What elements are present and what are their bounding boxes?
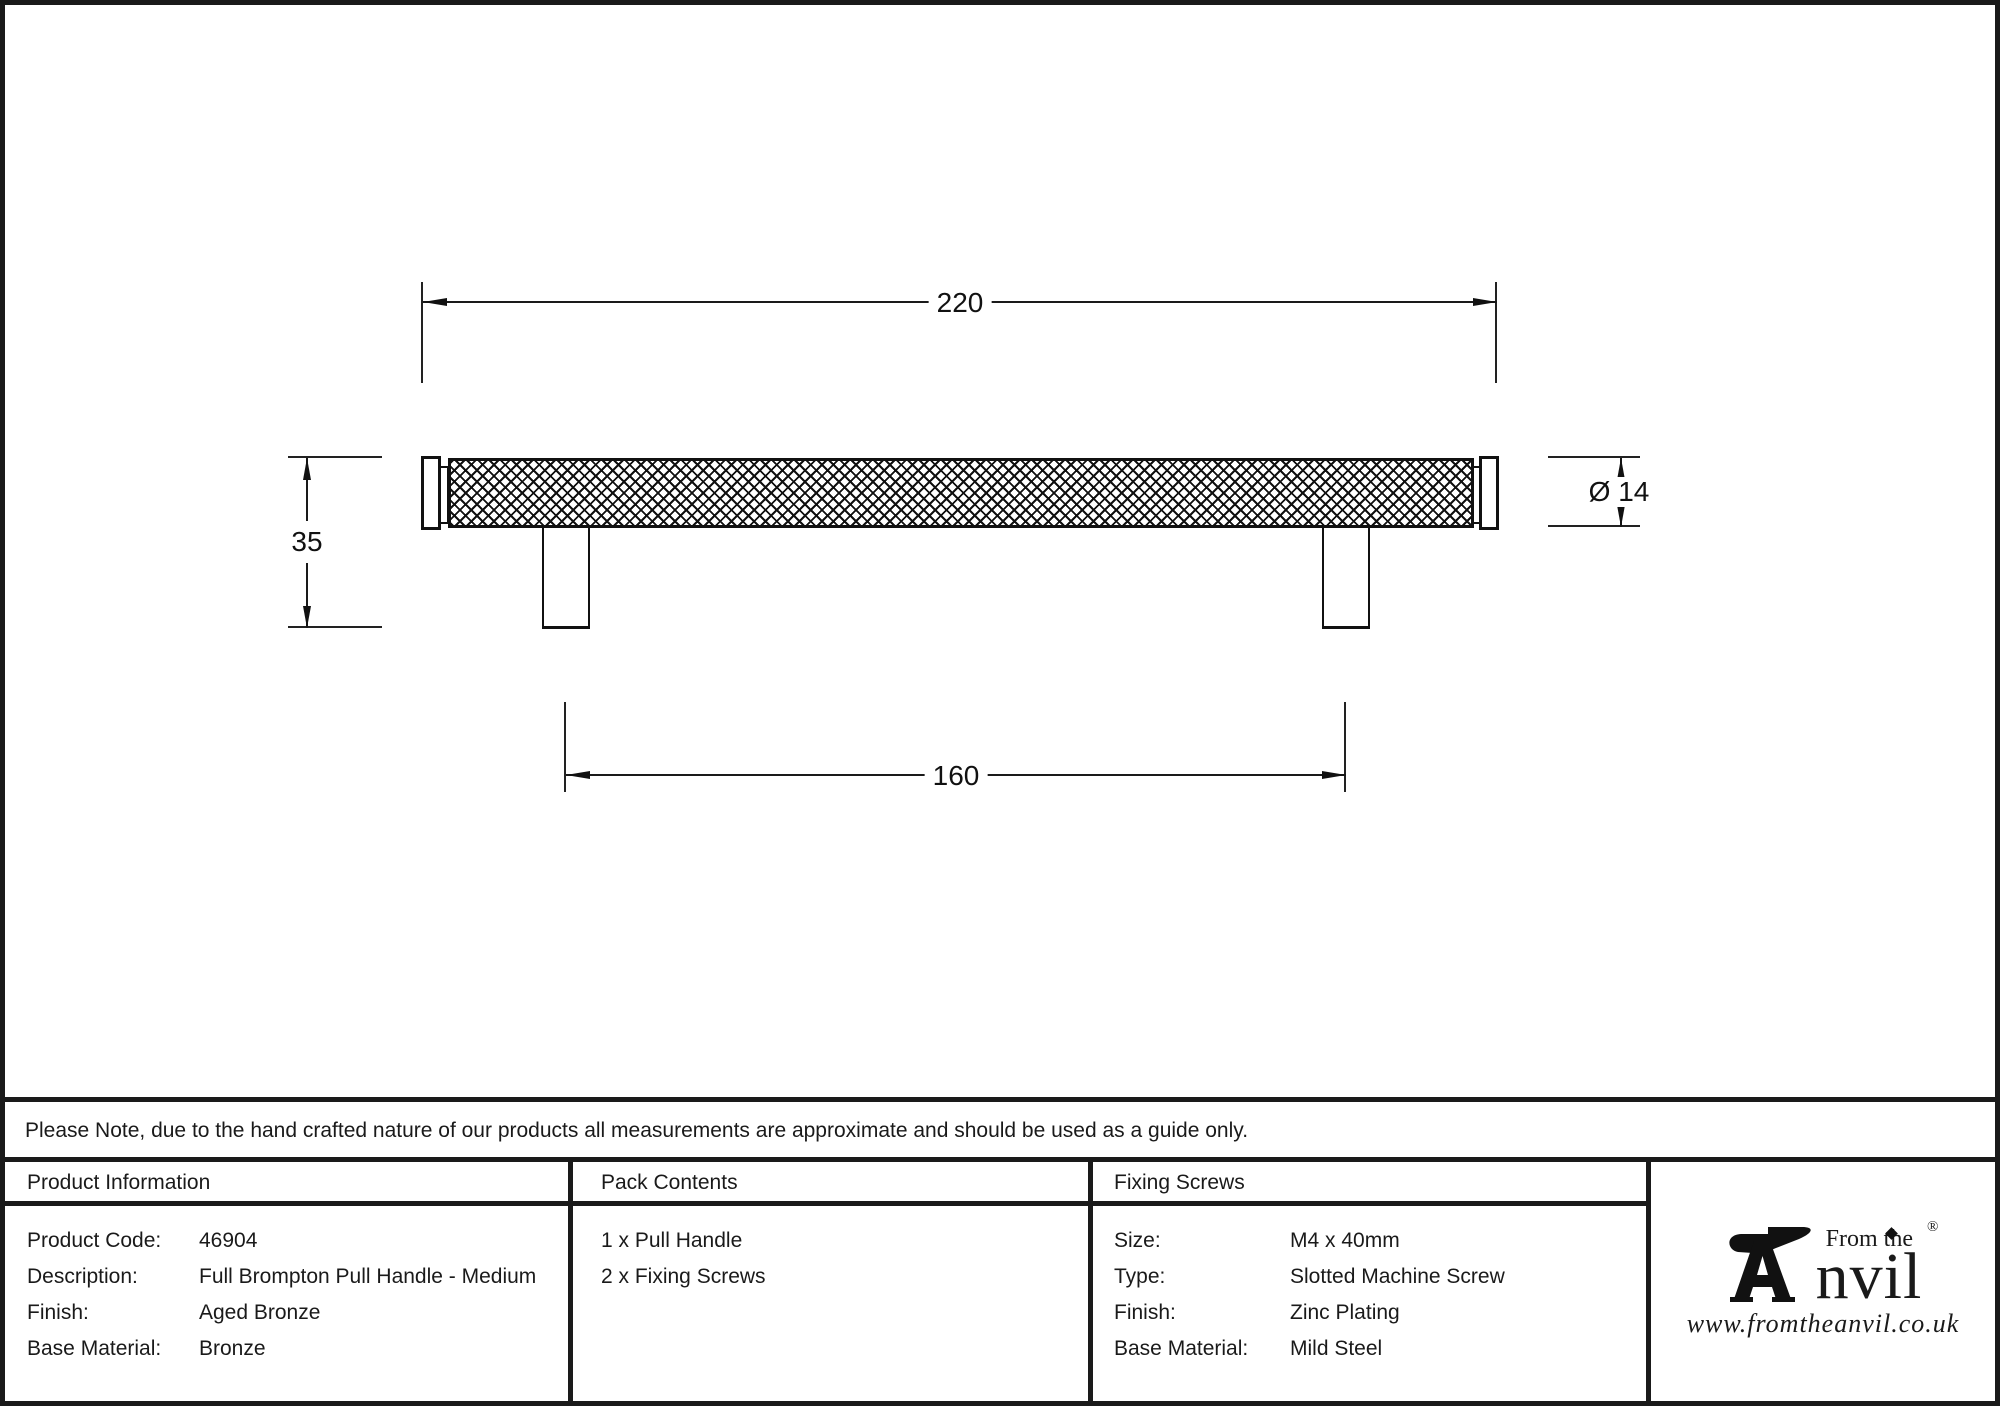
pack-contents-cell: 1 x Pull Handle 2 x Fixing Screws <box>601 1223 1061 1295</box>
dim-220-extension-left <box>421 282 423 383</box>
row-value: Zinc Plating <box>1290 1301 1400 1324</box>
technical-drawing: 220 35 Ø 14 160 <box>288 282 1658 792</box>
dim-35-label: 35 <box>289 521 325 563</box>
dim-220-arrow-left <box>423 298 447 306</box>
brand-logo: From the nvil ® <box>1724 1219 1939 1313</box>
row-value: Mild Steel <box>1290 1337 1383 1360</box>
handle-fixing-post-left <box>542 528 590 629</box>
registered-trademark-symbol: ® <box>1926 1218 1939 1235</box>
row-label: Base Material: <box>27 1337 162 1360</box>
dim-diameter-arrow-up <box>1617 458 1625 480</box>
fixing-screws-cell: Size: M4 x 40mm Type: Slotted Machine Sc… <box>1114 1223 1624 1367</box>
row-label: Product Code: <box>27 1229 162 1252</box>
product-information-header: Product Information <box>27 1171 211 1194</box>
table-row: Type: Slotted Machine Screw <box>1114 1259 1624 1295</box>
row-label: Finish: <box>1114 1301 1176 1324</box>
dim-diameter-label: Ø 14 <box>1580 477 1658 507</box>
logo-tagline: From the <box>1825 1225 1913 1252</box>
row-value: M4 x 40mm <box>1290 1229 1400 1252</box>
table-divider-1 <box>568 1162 573 1401</box>
dim-160-arrow-left <box>566 771 590 779</box>
dim-diameter-extension-top <box>1548 456 1640 458</box>
row-value: Bronze <box>199 1337 266 1360</box>
dim-35-arrow-up <box>303 458 311 480</box>
table-row: Size: M4 x 40mm <box>1114 1223 1624 1259</box>
fixing-screws-header: Fixing Screws <box>1114 1171 1245 1194</box>
row-label: Size: <box>1114 1229 1161 1252</box>
dim-220-arrow-right <box>1473 298 1497 306</box>
row-value: Aged Bronze <box>199 1301 321 1324</box>
dim-160-arrow-right <box>1322 771 1346 779</box>
brand-logo-cell: From the nvil ® www.fromtheanvil.co.uk <box>1651 1162 1995 1401</box>
pack-contents-item: 2 x Fixing Screws <box>601 1265 766 1288</box>
table-row: Base Material: Bronze <box>27 1331 557 1367</box>
dim-160-extension-left <box>564 702 566 792</box>
anvil-icon <box>1729 1226 1811 1302</box>
table-row: Description: Full Brompton Pull Handle -… <box>27 1259 557 1295</box>
dim-220-extension-right <box>1495 282 1497 383</box>
row-value: 46904 <box>199 1229 258 1252</box>
dim-160-label: 160 <box>924 761 988 791</box>
row-label: Description: <box>27 1265 138 1288</box>
dim-220-label: 220 <box>928 288 992 318</box>
dim-35-extension-top <box>288 456 382 458</box>
pack-contents-item: 1 x Pull Handle <box>601 1229 743 1252</box>
handle-end-cap-left <box>421 456 441 530</box>
row-label: Base Material: <box>1114 1337 1249 1360</box>
table-row: Finish: Aged Bronze <box>27 1295 557 1331</box>
logo-wordmark: nvil <box>1815 1239 1923 1313</box>
note-band-top-rule <box>0 1097 2000 1102</box>
table-divider-2 <box>1088 1162 1093 1401</box>
handle-knurled-bar <box>448 458 1474 528</box>
handle-end-cap-right <box>1479 456 1499 530</box>
logo-website: www.fromtheanvil.co.uk <box>1686 1308 1960 1338</box>
table-row: Product Code: 46904 <box>27 1223 557 1259</box>
product-information-cell: Product Code: 46904 Description: Full Br… <box>27 1223 557 1367</box>
dim-35-arrow-down <box>303 606 311 628</box>
logo-wordmark-block: From the nvil ® <box>1815 1219 1939 1313</box>
note-band-bottom-rule <box>0 1157 2000 1162</box>
row-label: Finish: <box>27 1301 89 1324</box>
pack-contents-header: Pack Contents <box>601 1171 738 1194</box>
table-divider-3 <box>1646 1157 1651 1401</box>
row-value: Slotted Machine Screw <box>1290 1265 1505 1288</box>
table-row: Base Material: Mild Steel <box>1114 1331 1624 1367</box>
measurement-note: Please Note, due to the hand crafted nat… <box>25 1119 1249 1142</box>
row-value: Full Brompton Pull Handle - Medium <box>199 1265 537 1288</box>
dim-160-extension-right <box>1344 702 1346 792</box>
dim-diameter-extension-bottom <box>1548 525 1640 527</box>
row-label: Type: <box>1114 1265 1166 1288</box>
table-header-rule <box>0 1201 1649 1206</box>
table-row: Finish: Zinc Plating <box>1114 1295 1624 1331</box>
dim-diameter-arrow-down <box>1617 505 1625 527</box>
dim-35-extension-bottom <box>288 626 382 628</box>
handle-fixing-post-right <box>1322 528 1370 629</box>
